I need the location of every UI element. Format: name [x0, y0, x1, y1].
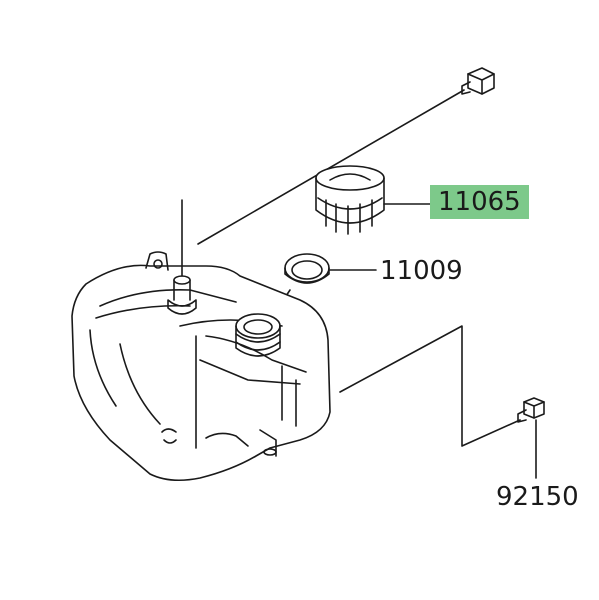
top-bolt: [461, 67, 495, 95]
part-label-11009: 11009: [380, 256, 463, 286]
reservoir-tank: [71, 199, 331, 482]
bottom-bolt: [517, 397, 545, 423]
filler-cap: [315, 165, 385, 235]
part-label-11065: 11065: [430, 185, 529, 219]
bottom-bolt-leader-line: [339, 325, 521, 447]
part-label-92150: 92150: [496, 482, 579, 512]
top-bolt-leader-line: [197, 89, 465, 245]
gasket: [284, 253, 330, 284]
